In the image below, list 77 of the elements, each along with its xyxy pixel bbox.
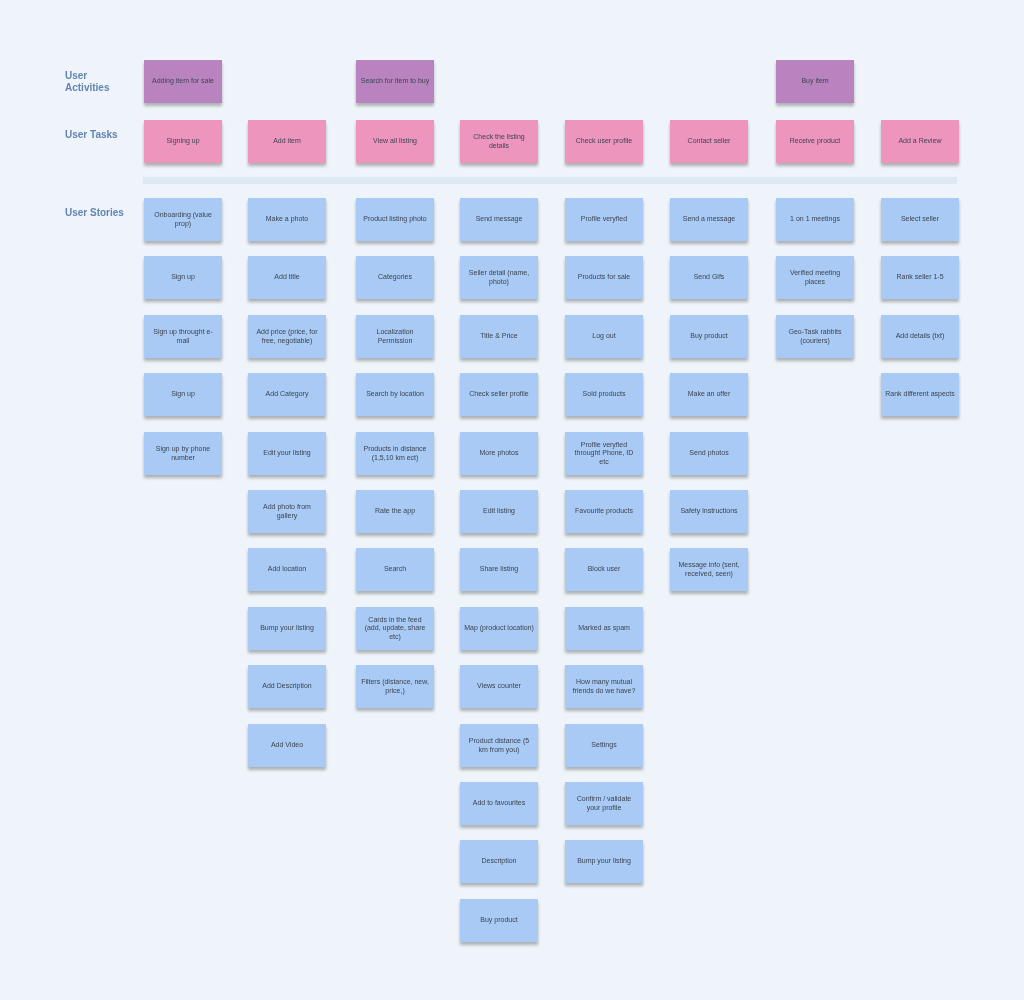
story-sticky-note [776, 315, 854, 358]
activity-sticky-note [356, 60, 434, 103]
story-sticky-note [356, 548, 434, 591]
story-sticky-note [460, 607, 538, 650]
story-sticky-note [881, 256, 959, 299]
story-sticky-note [670, 548, 748, 591]
task-sticky-note [144, 120, 222, 163]
story-sticky-note [881, 198, 959, 241]
row-heading: User Stories [65, 207, 125, 219]
row-heading: User Tasks [65, 129, 119, 141]
story-sticky-note [144, 315, 222, 358]
story-sticky-note [356, 607, 434, 650]
story-sticky-note [565, 665, 643, 708]
story-sticky-note [460, 373, 538, 416]
story-sticky-note [248, 432, 326, 475]
story-sticky-note [248, 315, 326, 358]
story-sticky-note [565, 432, 643, 475]
story-sticky-note [881, 315, 959, 358]
story-sticky-note [248, 198, 326, 241]
story-sticky-note [460, 782, 538, 825]
story-sticky-note [460, 198, 538, 241]
story-sticky-note [565, 373, 643, 416]
story-sticky-note [356, 665, 434, 708]
story-sticky-note [565, 782, 643, 825]
activity-sticky-note [144, 60, 222, 103]
story-sticky-note [144, 432, 222, 475]
story-sticky-note [565, 256, 643, 299]
story-sticky-note [670, 373, 748, 416]
story-sticky-note [881, 373, 959, 416]
story-sticky-note [248, 490, 326, 533]
story-sticky-note [144, 256, 222, 299]
story-sticky-note [356, 373, 434, 416]
story-sticky-note [356, 490, 434, 533]
story-sticky-note [248, 373, 326, 416]
story-sticky-note [565, 315, 643, 358]
story-sticky-note [248, 665, 326, 708]
story-sticky-note [248, 256, 326, 299]
story-sticky-note [670, 432, 748, 475]
task-sticky-note [776, 120, 854, 163]
activity-sticky-note [776, 60, 854, 103]
story-sticky-note [460, 490, 538, 533]
task-sticky-note [670, 120, 748, 163]
story-sticky-note [460, 899, 538, 942]
story-sticky-note [356, 432, 434, 475]
story-sticky-note [670, 256, 748, 299]
story-sticky-note [248, 548, 326, 591]
story-sticky-note [670, 490, 748, 533]
task-sticky-note [565, 120, 643, 163]
story-sticky-note [356, 256, 434, 299]
story-sticky-note [460, 665, 538, 708]
story-sticky-note [565, 548, 643, 591]
task-sticky-note [881, 120, 959, 163]
story-sticky-note [460, 432, 538, 475]
row-heading: User Activities [65, 70, 111, 93]
task-sticky-note [248, 120, 326, 163]
story-sticky-note [670, 315, 748, 358]
story-sticky-note [356, 198, 434, 241]
story-sticky-note [460, 315, 538, 358]
story-sticky-note [144, 198, 222, 241]
story-sticky-note [460, 256, 538, 299]
story-sticky-note [144, 373, 222, 416]
story-sticky-note [565, 490, 643, 533]
story-sticky-note [776, 256, 854, 299]
story-sticky-note [248, 724, 326, 767]
story-sticky-note [670, 198, 748, 241]
story-sticky-note [356, 315, 434, 358]
story-sticky-note [460, 548, 538, 591]
story-sticky-note [460, 724, 538, 767]
story-sticky-note [248, 607, 326, 650]
story-sticky-note [565, 840, 643, 883]
story-sticky-note [565, 198, 643, 241]
story-sticky-note [565, 724, 643, 767]
task-sticky-note [460, 120, 538, 163]
story-sticky-note [460, 840, 538, 883]
story-sticky-note [776, 198, 854, 241]
story-sticky-note [565, 607, 643, 650]
task-sticky-note [356, 120, 434, 163]
